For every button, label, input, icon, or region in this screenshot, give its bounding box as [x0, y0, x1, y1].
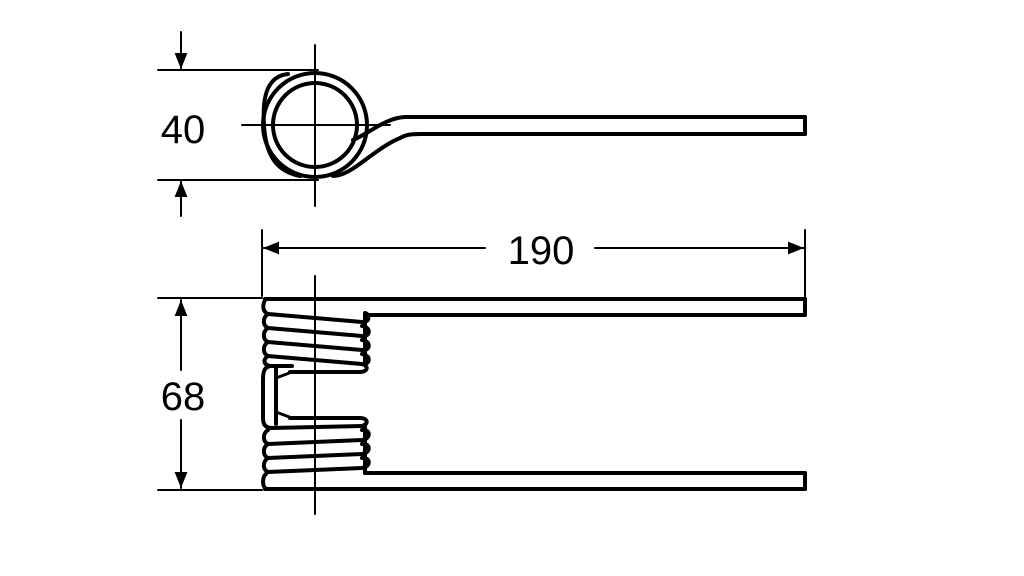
- dim-68-label: 68: [161, 375, 206, 419]
- coil-inner-ring: [271, 81, 359, 169]
- length-dimension: 190: [261, 229, 806, 301]
- dim-190-label: 190: [508, 229, 575, 273]
- dim-40-label: 40: [161, 108, 206, 152]
- coil-hook: [261, 72, 302, 178]
- upper-coil-windings: [261, 298, 371, 374]
- lower-coil-windings: [261, 416, 371, 490]
- tine-arm-upper-edge: [351, 115, 807, 142]
- top-view: 40: [157, 31, 807, 217]
- side-view: 68: [157, 275, 807, 515]
- center-loop: [261, 364, 294, 430]
- tine-arm-lower-edge: [331, 132, 807, 178]
